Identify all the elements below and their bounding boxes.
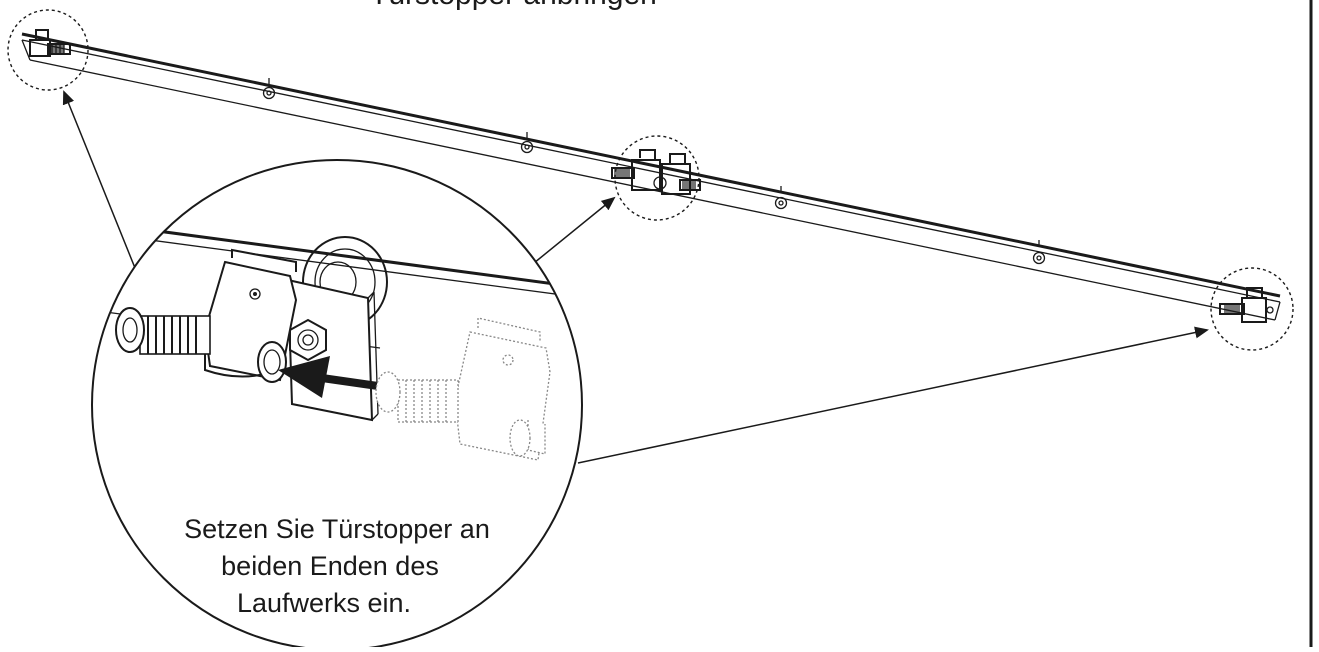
stoppers-center [611, 149, 701, 195]
arrow-to-center [533, 196, 616, 264]
mounting-hole [520, 132, 534, 154]
arrow-to-right-end [577, 326, 1209, 464]
mounting-hole [262, 78, 276, 100]
arrow-to-left-end [62, 90, 136, 269]
mounting-holes [262, 78, 1046, 265]
stopper-left-end [29, 29, 71, 57]
mounting-hole [1032, 240, 1046, 265]
callout-circle-left [7, 9, 89, 91]
ghost-stopper [375, 317, 551, 461]
installed-spring [115, 307, 211, 355]
insertion-arrow [278, 356, 379, 398]
caption-line-1: Setzen Sie Türstopper an [184, 514, 490, 544]
hex-bolt [289, 318, 327, 362]
zoom-detail-illustration [92, 220, 582, 461]
caption-line-2: beiden Enden des [221, 551, 439, 581]
callout-circle-center [614, 135, 700, 221]
caption: Setzen Sie Türstopper an beiden Enden de… [184, 514, 490, 618]
heading-partial: Türstopper anbringen [370, 0, 657, 11]
mounting-hole [774, 186, 788, 210]
caption-line-3: Laufwerks ein. [237, 588, 411, 618]
callout-circle-right [1210, 267, 1294, 351]
stopper-right-end [1219, 287, 1274, 323]
